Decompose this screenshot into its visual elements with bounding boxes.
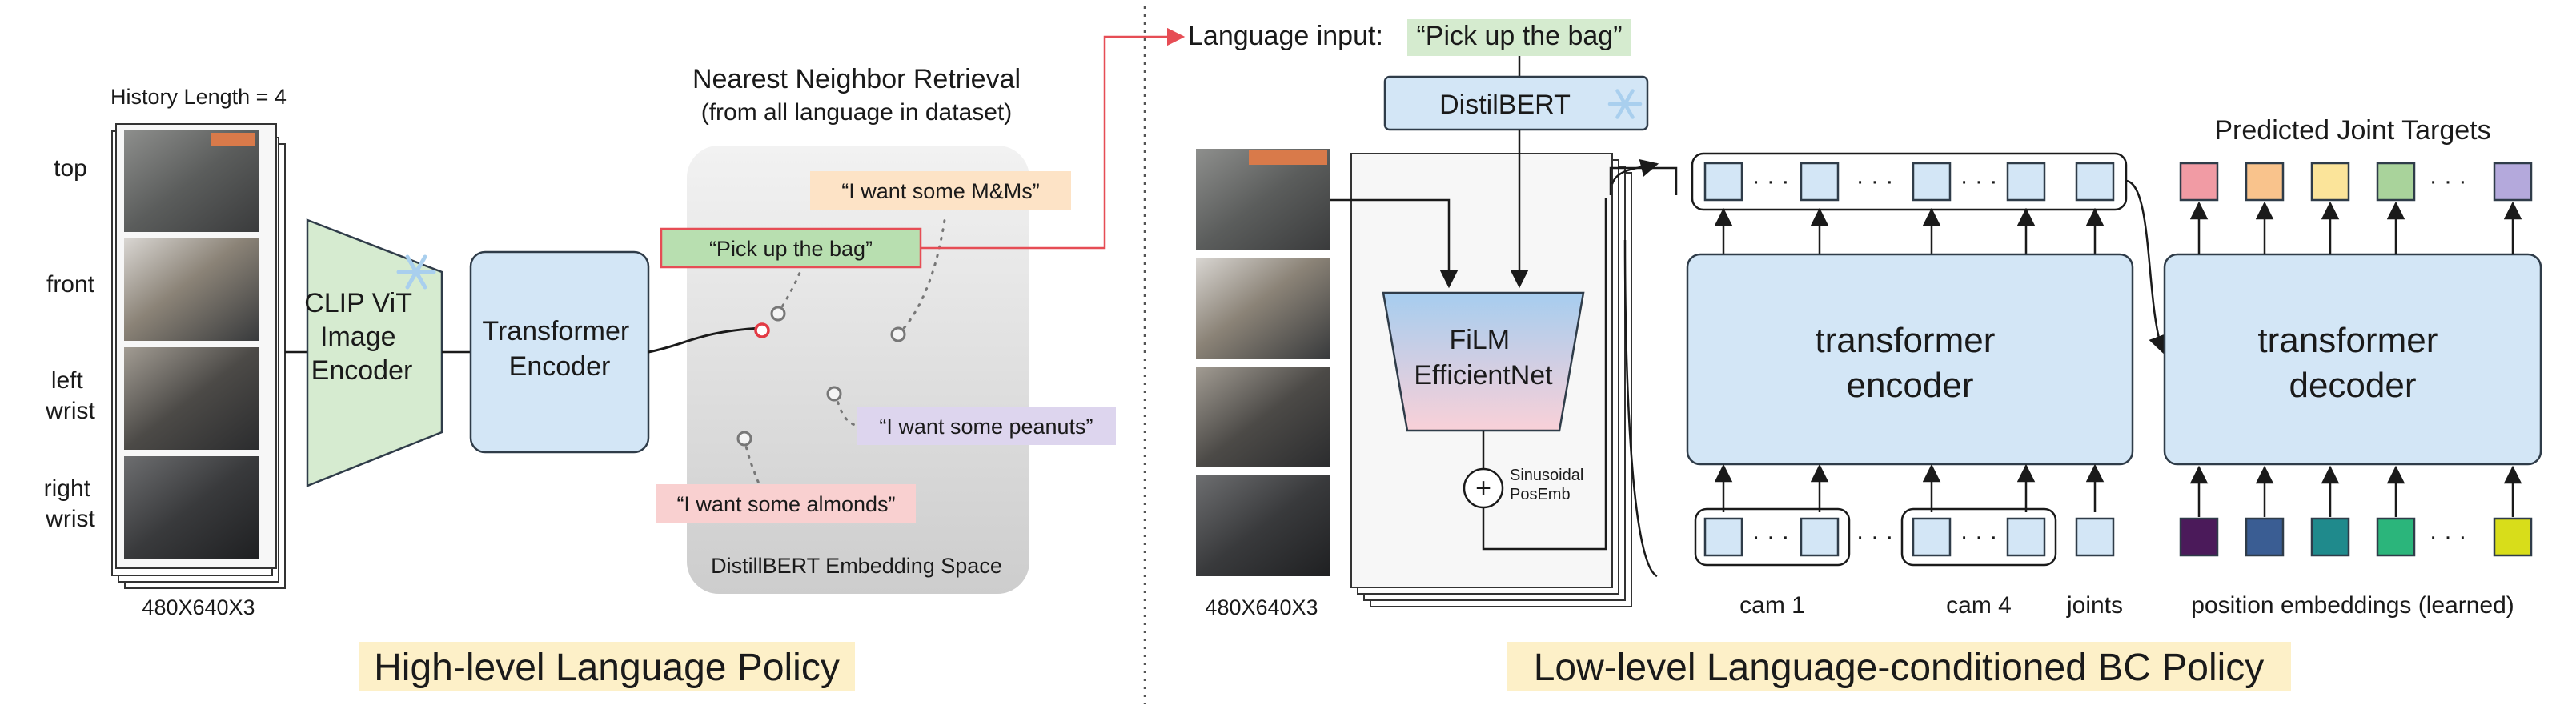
position-embedding-token — [2310, 517, 2350, 557]
left-input-size-label: 480X640X3 — [142, 595, 255, 619]
phrase-box-pick-bag — [660, 227, 922, 269]
frozen-snowflake-icon — [396, 254, 436, 290]
ellipsis-bottom-1: · · · — [1752, 523, 1790, 550]
joints-label: joints — [2066, 592, 2123, 619]
retrieval-title: Nearest Neighbor Retrieval — [692, 64, 1021, 94]
distilbert-block — [1383, 75, 1649, 131]
camera-label-front: front — [46, 271, 95, 298]
encoder-label: transformer encoder — [1815, 321, 2004, 405]
ellipsis-top-3: · · · — [1960, 168, 1998, 194]
low-level-section-title: Low-level Language-conditioned BC Policy — [1534, 647, 2265, 689]
predicted-target-token — [2310, 162, 2350, 202]
position-embedding-token — [2493, 517, 2533, 557]
joints-token — [2075, 517, 2115, 557]
neighbor-point-almonds — [736, 431, 752, 447]
language-input-label: Language input: — [1188, 21, 1383, 51]
high-level-title-highlight — [359, 642, 855, 691]
encoder-input-tokens — [1703, 517, 2115, 557]
language-input-highlight — [1407, 19, 1631, 56]
low-cam-image-3 — [1196, 367, 1330, 467]
distilbert-frozen-snowflake-icon — [1607, 89, 1643, 119]
posemb-label: Sinusoidal PosEmb — [1510, 467, 1588, 503]
retrieval-subtitle: (from all language in dataset) — [701, 99, 1013, 126]
language-input-value: “Pick up the bag” — [1416, 21, 1622, 51]
position-embedding-tokens — [2179, 465, 2533, 557]
neighbor-point-mms — [890, 326, 906, 342]
plus-symbol: + — [1475, 473, 1491, 503]
ellipsis-targets: · · · — [2430, 168, 2467, 194]
low-cam-image-1 — [1196, 149, 1330, 250]
embedding-space-region — [687, 146, 1029, 594]
predicted-target-token — [2493, 162, 2533, 202]
phrase-mms: “I want some M&Ms” — [841, 179, 1040, 203]
cam4-token-group — [1900, 507, 2057, 567]
predicted-targets-label: Predicted Joint Targets — [2214, 115, 2490, 146]
retrieval-link-arrow — [921, 27, 1186, 250]
position-embeddings-label: position embeddings (learned) — [2191, 592, 2514, 619]
high-level-language-policy: History Length = 4 top front left wrist … — [44, 27, 1186, 691]
cam1-token-group — [1694, 507, 1851, 567]
camera-image-right-wrist — [124, 456, 259, 559]
position-embedding-token — [2245, 517, 2285, 557]
ellipsis-bottom-3: · · · — [1960, 523, 1998, 550]
ellipsis-top-1: · · · — [1752, 168, 1790, 194]
film-efficientnet-block — [1382, 291, 1585, 432]
camera-label-left-wrist: left wrist — [45, 367, 95, 424]
camera-image-left-wrist — [124, 347, 259, 450]
low-level-bc-policy: Language input: “Pick up the bag” Distil… — [1188, 19, 2542, 691]
cam4-label: cam 4 — [1946, 592, 2012, 619]
ellipsis-top-2: · · · — [1856, 168, 1894, 194]
low-cam-image-4 — [1196, 475, 1330, 576]
phrase-box-mms — [810, 171, 1071, 210]
phrase-box-peanuts — [857, 407, 1116, 445]
low-level-camera-images — [1196, 149, 1330, 576]
predicted-target-token — [2376, 162, 2416, 202]
high-level-section-title: High-level Language Policy — [374, 647, 840, 689]
embedding-space-label: DistillBERT Embedding Space — [711, 554, 1002, 578]
encoder-output-tokens — [1703, 162, 2115, 202]
camera-image-front — [124, 238, 259, 341]
predicted-target-token — [2179, 162, 2219, 202]
predicted-target-token — [2245, 162, 2285, 202]
clip-label: CLIP ViT Image Encoder — [304, 288, 419, 386]
camera-image-stack — [111, 123, 286, 589]
predicted-joint-target-tokens — [2179, 162, 2533, 254]
ellipsis-posemb: · · · — [2430, 523, 2467, 550]
low-cam-image-2 — [1196, 258, 1330, 359]
camera-label-right-wrist: right wrist — [44, 475, 98, 532]
ellipsis-bottom-2: · · · — [1856, 523, 1894, 550]
history-length-label: History Length = 4 — [110, 85, 287, 109]
transformer-encoder-label: Transformer Encoder — [482, 316, 636, 382]
low-level-title-highlight — [1507, 642, 2291, 691]
decoder-label: transformer decoder — [2257, 321, 2447, 405]
phrase-pick-bag: “Pick up the bag” — [709, 237, 873, 261]
position-embedding-token — [2376, 517, 2416, 557]
distilbert-label: DistilBERT — [1439, 90, 1571, 120]
neighbor-point-pick-bag — [770, 306, 786, 322]
phrase-peanuts: “I want some peanuts” — [879, 415, 1093, 439]
query-embedding-point — [754, 322, 770, 338]
camera-image-top — [124, 130, 259, 232]
position-embedding-token — [2179, 517, 2219, 557]
right-input-size-label: 480X640X3 — [1205, 595, 1318, 619]
camera-label-top: top — [54, 155, 87, 182]
phrase-box-almonds — [656, 484, 916, 523]
transformer-encoder-main — [1686, 253, 2134, 466]
transformer-decoder-main — [2163, 253, 2542, 466]
neighbor-point-peanuts — [826, 386, 842, 402]
cam1-label: cam 1 — [1739, 592, 1805, 619]
phrase-almonds: “I want some almonds” — [676, 492, 895, 516]
film-label: FiLM EfficientNet — [1414, 325, 1553, 391]
